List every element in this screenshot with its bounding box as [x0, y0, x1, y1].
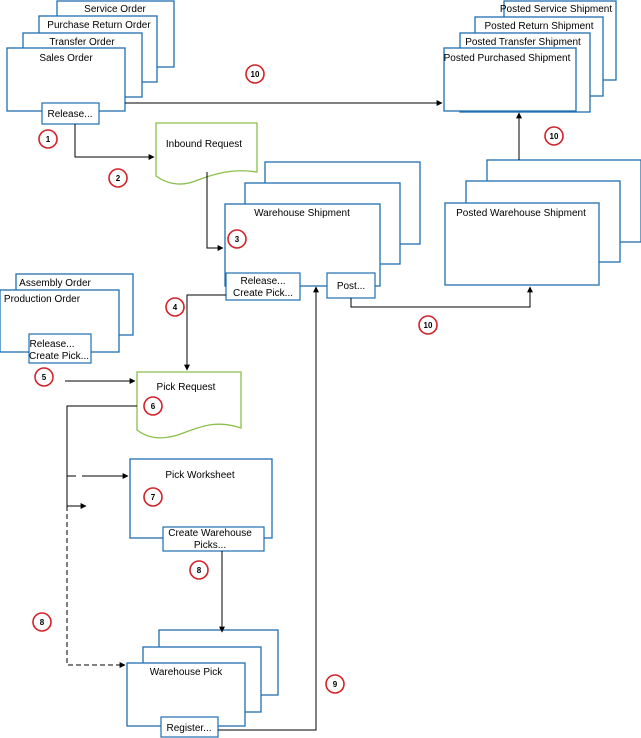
dashed-arrow-to-warehouse-pick [66, 506, 126, 668]
posted-shipment-stack: Posted Service Shipment Posted Return Sh… [443, 0, 617, 113]
step-2-marker [108, 168, 128, 188]
pick-request-document: Pick Request [136, 371, 242, 439]
posted-warehouse-shipment-box [444, 202, 600, 286]
step-7-marker [143, 487, 163, 507]
ws-create-pick-label: Create Pick... [233, 288, 293, 299]
step-3-number: 3 [235, 235, 240, 244]
inbound-request-document: Inbound Request [155, 122, 258, 185]
po-release-label: Release... [29, 339, 74, 350]
connectors [65, 100, 533, 731]
arrow-inbound-request-to-warehouse-shipment [206, 172, 224, 251]
step-8-number-direct: 8 [40, 618, 45, 627]
sales-order-release-label: Release... [47, 109, 92, 120]
warehouse-shipment-post-button[interactable] [326, 272, 376, 299]
arrow-create-pick-to-pick-request [184, 294, 226, 371]
register-label: Register... [166, 723, 211, 734]
ws-post-label: Post... [337, 281, 365, 292]
po-create-pick-label: Create Pick... [29, 351, 89, 362]
step-7-number: 7 [151, 493, 156, 502]
step-4-marker [165, 297, 185, 317]
step-4-number: 4 [173, 303, 178, 312]
step-10-marker-right [544, 126, 564, 146]
assembly-order-label: Assembly Order [19, 278, 91, 289]
posted-purchased-shipment-box [443, 47, 577, 112]
arrow-sales-release-to-inbound-request [74, 124, 155, 160]
step-8-marker-direct [32, 612, 52, 632]
production-order-label: Production Order [4, 294, 81, 305]
step-3-marker [227, 229, 247, 249]
warehouse-shipment-label: Warehouse Shipment [254, 208, 350, 219]
step-2-number: 2 [116, 174, 121, 183]
posted-warehouse-shipment-label: Posted Warehouse Shipment [456, 208, 586, 219]
sales-order-label: Sales Order [39, 53, 93, 64]
step-5-number: 5 [42, 373, 47, 382]
warehouse-shipment-stack: Warehouse Shipment Release... Create Pic… [224, 161, 421, 301]
step-6-marker [143, 396, 163, 416]
ws-release-label: Release... [240, 276, 285, 287]
step-10-marker-top [245, 64, 265, 84]
step-10-number-bottom: 10 [424, 321, 433, 330]
service-order-label: Service Order [84, 4, 146, 15]
step-10-number-right: 10 [550, 132, 559, 141]
pick-worksheet-label: Pick Worksheet [165, 470, 235, 481]
step-10-number-top: 10 [251, 70, 260, 79]
step-10-marker-bottom [418, 315, 438, 335]
register-button[interactable] [160, 716, 219, 738]
line-pick-request-left-branch [66, 405, 137, 506]
posted-purchased-shipment-label: Posted Purchased Shipment [444, 53, 571, 64]
production-order-release-create-pick-button[interactable] [28, 333, 92, 364]
warehouse-pick-label: Warehouse Pick [150, 667, 223, 678]
pick-request-label: Pick Request [157, 382, 216, 393]
warehouse-shipment-release-create-pick-button[interactable] [225, 272, 301, 301]
warehouse-pick-box [126, 662, 246, 727]
warehouse-pick-stack: Warehouse Pick Register... [126, 629, 279, 738]
step-1-marker [38, 129, 58, 149]
arrow-register-to-warehouse-shipment [218, 286, 319, 731]
sales-order-release-button[interactable] [41, 102, 100, 125]
step-9-marker [325, 674, 345, 694]
step-9-number: 9 [333, 680, 338, 689]
pick-worksheet: Pick Worksheet Create Warehouse Picks... [129, 458, 273, 552]
create-warehouse-picks-label-2: Picks... [194, 540, 226, 551]
step-8-marker-worksheet [189, 560, 209, 580]
posted-transfer-shipment-label: Posted Transfer Shipment [465, 37, 581, 48]
step-1-number: 1 [46, 135, 51, 144]
sales-order-box [6, 47, 126, 112]
transfer-order-label: Transfer Order [49, 37, 115, 48]
step-5-marker [34, 367, 54, 387]
purchase-return-order-label: Purchase Return Order [47, 20, 151, 31]
warehouse-shipment-box [224, 203, 381, 287]
step-markers: 1 2 3 4 5 6 7 8 8 9 10 10 10 [32, 64, 564, 694]
step-8-number-worksheet: 8 [197, 566, 202, 575]
posted-warehouse-shipment-stack: Posted Warehouse Shipment [444, 159, 641, 286]
create-warehouse-picks-label-1: Create Warehouse [168, 528, 252, 539]
order-stack: Service Order Purchase Return Order Tran… [6, 0, 175, 125]
arrow-post-to-posted-warehouse-shipment [350, 286, 533, 308]
inbound-request-label: Inbound Request [166, 139, 242, 150]
production-order-stack: Assembly Order Production Order Release.… [0, 273, 134, 364]
step-6-number: 6 [151, 402, 156, 411]
posted-return-shipment-label: Posted Return Shipment [485, 21, 594, 32]
posted-service-shipment-label: Posted Service Shipment [500, 4, 613, 15]
create-warehouse-picks-button[interactable] [162, 526, 265, 552]
